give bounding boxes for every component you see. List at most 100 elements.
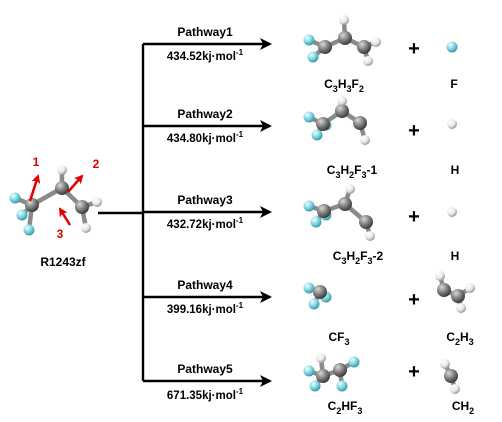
plus-sign: +: [408, 361, 420, 383]
hydrogen-atom: [371, 37, 381, 47]
carbon-atom: [437, 283, 451, 297]
product1-molecule: [303, 184, 375, 241]
pathway-energy: 434.80kj·mol-1: [167, 130, 244, 145]
fluorine-atom: [309, 380, 321, 392]
fluorine-atom: [308, 298, 320, 310]
pathway-row-1: Pathway1 434.52kj·mol-1 C3H3F2 + F: [143, 15, 458, 94]
pathway-energy: 432.72kj·mol-1: [167, 216, 244, 231]
plus-sign: +: [408, 120, 420, 142]
fluorine-atom: [303, 111, 315, 123]
product1-formula: CF3: [328, 330, 349, 347]
hydrogen-atom: [81, 223, 91, 233]
hydrogen-atom: [435, 271, 445, 281]
carbon-atom: [338, 31, 352, 45]
hydrogen-atom: [447, 119, 457, 129]
product1-formula: C3H3F2: [324, 77, 364, 94]
hydrogen-atom: [456, 303, 466, 313]
product2-molecule: [447, 207, 457, 217]
pathway-label: Pathway2: [177, 107, 233, 121]
pathway-energy: 671.35kj·mol-1: [167, 387, 244, 402]
bond-number-2: 2: [93, 157, 100, 171]
pathway-label: Pathway4: [177, 278, 233, 292]
fluorine-atom: [303, 365, 315, 377]
plus-sign: +: [408, 38, 420, 60]
pathway-row-2: Pathway2 434.80kj·mol-1 C3H2F3-1 + H: [143, 96, 459, 180]
product2-molecule: [435, 271, 475, 313]
carbon-atom: [451, 289, 465, 303]
bond-number-1: 1: [33, 155, 40, 169]
fluorine-atom: [9, 192, 21, 204]
product2-formula: H: [451, 163, 460, 177]
carbon-atom: [316, 369, 330, 383]
product1-molecule: [303, 96, 370, 145]
fluorine-atom: [307, 51, 319, 63]
pathway-row-5: Pathway5 671.35kj·mol-1 C2HF3 + CH2: [143, 353, 474, 416]
pathway-row-4: Pathway4 399.16kj·mol-1 CF3 + C2H3: [143, 271, 475, 347]
reactant-molecule: 1 2 3 R1243zf: [9, 155, 102, 269]
product1-formula: C3H2F3-2: [333, 249, 384, 266]
hydrogen-atom: [363, 56, 373, 66]
carbon-atom: [333, 363, 347, 377]
product2-molecule: [446, 41, 458, 53]
bond-arrow-2: [67, 174, 84, 193]
product1-molecule: [303, 15, 381, 66]
pathway-connector: [98, 44, 145, 381]
product2-formula: CH2: [452, 399, 474, 416]
product2-formula: H: [451, 249, 460, 263]
carbon-atom: [313, 285, 327, 299]
product1-formula: C2HF3: [328, 399, 363, 416]
carbon-atom: [338, 197, 352, 211]
hydrogen-atom: [450, 384, 460, 394]
product2-formula: C2H3: [446, 330, 473, 347]
hydrogen-atom: [440, 359, 450, 369]
fluorine-atom: [23, 224, 35, 236]
carbon-atom: [335, 104, 349, 118]
fluorine-atom: [336, 380, 348, 392]
hydrogen-atom: [339, 15, 349, 25]
product1-molecule: [303, 353, 360, 392]
reactant-atoms: [9, 165, 102, 236]
hydrogen-atom: [316, 353, 326, 363]
pathway-label: Pathway1: [177, 25, 233, 39]
fluorine-atom: [303, 282, 315, 294]
product2-molecule: [440, 359, 460, 394]
fluorine-atom: [311, 129, 323, 141]
bond-number-3: 3: [57, 227, 64, 241]
bond-arrow-3: [58, 207, 72, 226]
pathway-energy: 399.16kj·mol-1: [167, 301, 244, 316]
plus-sign: +: [408, 206, 420, 228]
hydrogen-atom: [337, 96, 347, 106]
fluorine-atom: [348, 356, 360, 368]
product2-molecule: [447, 119, 457, 129]
fluorine-atom: [16, 209, 28, 221]
hydrogen-atom: [447, 207, 457, 217]
fluorine-atom: [446, 41, 458, 53]
hydrogen-atom: [465, 283, 475, 293]
product2-formula: F: [450, 77, 457, 91]
carbon-atom: [359, 215, 373, 229]
hydrogen-atom: [92, 197, 102, 207]
reactant-name: R1243zf: [40, 255, 86, 269]
carbon-atom: [316, 117, 330, 131]
carbon-atom: [444, 369, 458, 383]
pathway-row-3: Pathway3 432.72kj·mol-1 C3H2F3-2 + H: [143, 184, 459, 266]
fluorine-atom: [303, 34, 315, 46]
fluorine-atom: [303, 200, 315, 212]
carbon-atom: [75, 200, 89, 214]
hydrogen-atom: [57, 165, 67, 175]
fluorine-atom: [310, 216, 322, 228]
hydrogen-atom: [360, 135, 370, 145]
carbon-atom: [318, 40, 332, 54]
carbon-atom: [353, 116, 367, 130]
carbon-atom: [317, 204, 331, 218]
carbon-atom: [357, 40, 371, 54]
hydrogen-atom: [365, 231, 375, 241]
carbon-atom: [55, 181, 69, 195]
product1-molecule: [303, 282, 332, 310]
plus-sign: +: [408, 289, 420, 311]
pathway-energy: 434.52kj·mol-1: [167, 48, 244, 63]
product1-formula: C3H2F3-1: [327, 163, 378, 180]
pathway-label: Pathway5: [177, 362, 233, 376]
carbon-atom: [25, 198, 39, 212]
